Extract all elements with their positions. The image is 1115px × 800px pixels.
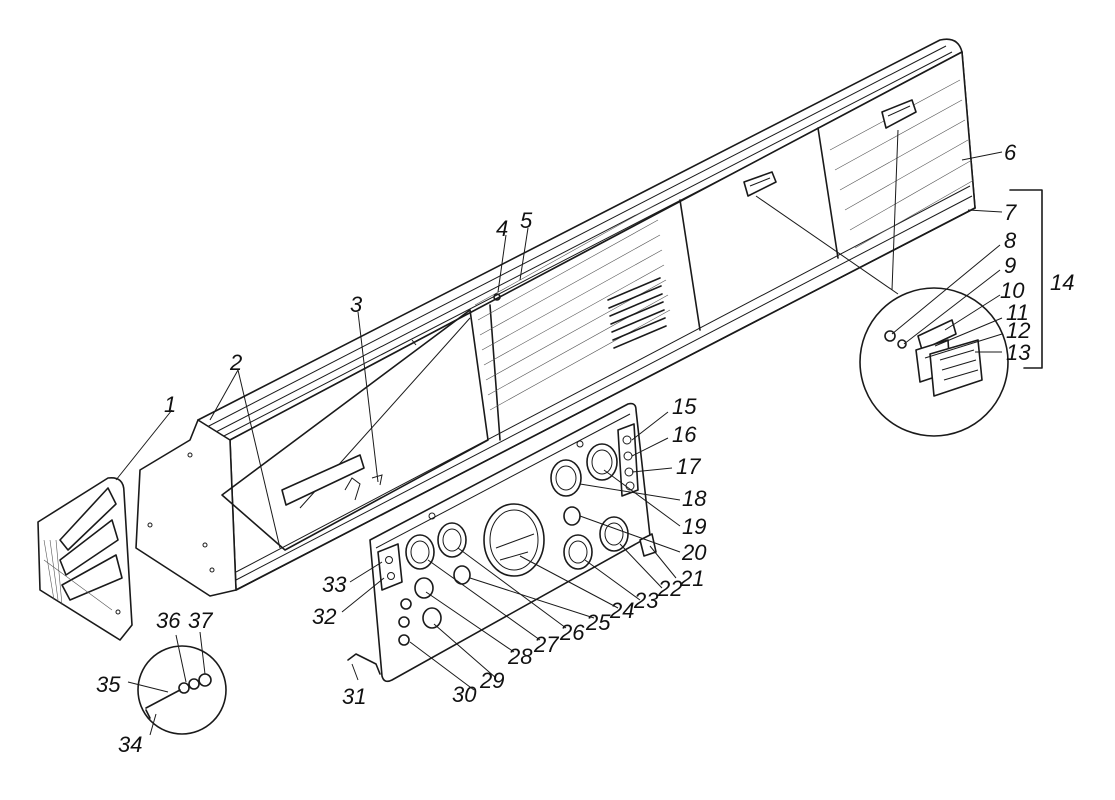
callout-18: 18 bbox=[682, 486, 707, 511]
mounting-bracket bbox=[347, 653, 381, 675]
gauge-26 bbox=[437, 522, 467, 558]
callout-3: 3 bbox=[350, 292, 363, 317]
detail-view-fastener bbox=[137, 645, 227, 735]
callout-32: 32 bbox=[312, 604, 336, 629]
callout-17: 17 bbox=[676, 454, 701, 479]
gauge-18 bbox=[550, 459, 582, 497]
callout-30: 30 bbox=[452, 682, 477, 707]
callout-13: 13 bbox=[1006, 340, 1031, 365]
gauge-22 bbox=[599, 516, 629, 552]
callout-1: 1 bbox=[164, 392, 176, 417]
callout-21: 21 bbox=[679, 566, 704, 591]
callout-27: 27 bbox=[533, 632, 559, 657]
callout-19: 19 bbox=[682, 514, 706, 539]
callout-24: 24 bbox=[609, 598, 634, 623]
callout-12: 12 bbox=[1006, 318, 1030, 343]
group-bracket-14 bbox=[1009, 189, 1043, 369]
callout-16: 16 bbox=[672, 422, 697, 447]
callout-29: 29 bbox=[479, 668, 504, 693]
side-trim-plate bbox=[37, 476, 133, 641]
callout-22: 22 bbox=[657, 576, 682, 601]
panel-hole-4 bbox=[493, 293, 501, 301]
callout-9: 9 bbox=[1004, 253, 1016, 278]
gauge-27 bbox=[405, 534, 435, 570]
callout-34: 34 bbox=[118, 732, 142, 757]
vent-grille bbox=[607, 277, 667, 349]
callout-35: 35 bbox=[96, 672, 121, 697]
callout-33: 33 bbox=[322, 572, 347, 597]
indicator-28 bbox=[414, 577, 434, 599]
speedometer bbox=[483, 503, 545, 577]
callout-26: 26 bbox=[559, 620, 585, 645]
callout-20: 20 bbox=[681, 540, 707, 565]
callout-6: 6 bbox=[1004, 140, 1017, 165]
gauge-19 bbox=[586, 443, 618, 481]
detail-view-latch bbox=[755, 129, 1009, 437]
callout-8: 8 bbox=[1004, 228, 1017, 253]
switch-block-left bbox=[377, 543, 403, 591]
callout-28: 28 bbox=[507, 644, 533, 669]
callout-4: 4 bbox=[496, 216, 508, 241]
gauge-23 bbox=[563, 534, 593, 570]
callout-31: 31 bbox=[342, 684, 366, 709]
callout-2: 2 bbox=[229, 350, 242, 375]
lid-latch-left bbox=[743, 171, 777, 197]
callout-7: 7 bbox=[1004, 200, 1017, 225]
callout-10: 10 bbox=[1000, 278, 1025, 303]
callout-labels: 1 2 3 4 5 6 7 8 9 10 11 12 13 14 15 16 1… bbox=[96, 140, 1074, 757]
callout-36: 36 bbox=[156, 608, 181, 633]
callout-5: 5 bbox=[520, 208, 533, 233]
indicator-29 bbox=[422, 607, 442, 629]
callout-11: 11 bbox=[1006, 300, 1029, 325]
callout-23: 23 bbox=[633, 588, 659, 613]
callout-14: 14 bbox=[1050, 270, 1074, 295]
instrument-cluster-plate bbox=[347, 402, 657, 683]
callout-15: 15 bbox=[672, 394, 697, 419]
callout-37: 37 bbox=[188, 608, 213, 633]
instrument-panel-housing bbox=[135, 38, 976, 597]
callout-25: 25 bbox=[585, 610, 611, 635]
leader-lines bbox=[115, 151, 1003, 736]
